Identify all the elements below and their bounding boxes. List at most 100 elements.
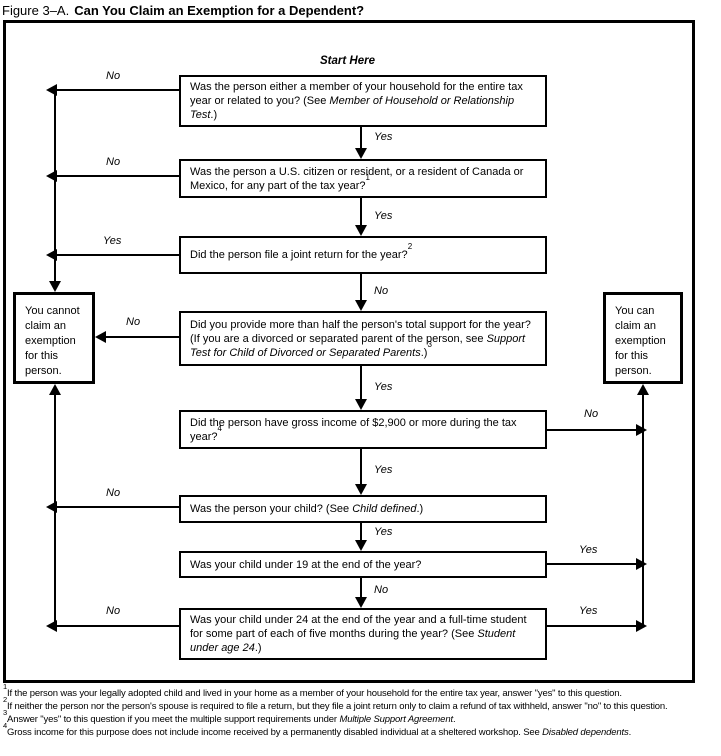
arrowhead-up-icon: [637, 384, 649, 395]
question-text: Was the person a U.S. citizen or residen…: [190, 165, 524, 192]
footnote-2: 2If neither the person nor the person's …: [3, 696, 717, 713]
arrowhead-left-icon: [46, 620, 57, 632]
arrowhead-left-icon: [46, 84, 57, 96]
connector-line: [360, 523, 362, 541]
question-box-3: Did the person file a joint return for t…: [179, 236, 547, 274]
outcome-text: You cannot claim an exemption for this p…: [25, 305, 80, 377]
edge-label: No: [374, 584, 389, 596]
arrowhead-down-icon: [355, 148, 367, 159]
question-text-end: .): [254, 642, 262, 654]
footnote-ref: 1: [365, 172, 370, 182]
footnote-marker: 1: [3, 681, 8, 691]
connector-line: [360, 578, 362, 598]
connector-line: [56, 175, 179, 177]
edge-label: Yes: [374, 210, 393, 222]
connector-line: [360, 274, 362, 301]
figure-number: Figure 3–A.: [2, 3, 70, 18]
question-text-end: .): [416, 503, 424, 515]
footnote-ref: 3: [427, 339, 432, 349]
footnote-3: 3Answer "yes" to this question if you me…: [3, 709, 717, 726]
question-reference: Student under age 24: [190, 628, 516, 654]
question-text: Was your child under 24 at the end of th…: [190, 614, 527, 640]
footnote-ref: 2: [407, 242, 413, 252]
connector-line: [547, 625, 637, 627]
footnote-text: Answer "yes" to this question if you mee…: [7, 714, 340, 725]
connector-line: [360, 127, 362, 149]
connector-line: [54, 89, 56, 284]
outcome-text: You can claim an exemption for this pers…: [615, 305, 666, 377]
question-box-6: Was the person your child? (See Child de…: [179, 495, 547, 523]
footnote-text: If the person was your legally adopted c…: [7, 688, 622, 699]
figure-title: Figure 3–A. Can You Claim an Exemption fo…: [2, 3, 364, 18]
footnotes: 1If the person was your legally adopted …: [3, 683, 717, 739]
edge-label: No: [584, 408, 599, 420]
question-reference: Support Test for Child of Divorced or Se…: [190, 332, 526, 359]
question-box-5: Did the person have gross income of $2,9…: [179, 410, 547, 449]
footnote-marker: 3: [3, 707, 8, 717]
arrowhead-right-icon: [636, 558, 647, 570]
question-reference: Member of Household or Relationship Test: [190, 95, 515, 121]
question-text-end: .): [420, 346, 428, 359]
connector-line: [547, 563, 637, 565]
arrowhead-down-icon: [355, 399, 367, 410]
edge-label: No: [374, 285, 389, 297]
edge-label: Yes: [374, 131, 393, 143]
footnote-4: 4Gross income for this purpose does not …: [3, 722, 717, 739]
connector-line: [56, 625, 179, 627]
question-text: Was the person either a member of your h…: [190, 81, 523, 107]
footnote-reference: Multiple Support Agreement: [339, 714, 453, 725]
connector-line: [104, 336, 179, 338]
connector-line: [360, 366, 362, 400]
edge-label: Yes: [103, 235, 122, 247]
edge-label: Yes: [374, 526, 393, 538]
connector-line: [360, 198, 362, 226]
footnote-marker: 4: [3, 720, 8, 730]
footnote-text-end: .: [628, 727, 632, 738]
edge-label: Yes: [579, 544, 598, 556]
arrowhead-left-icon: [46, 501, 57, 513]
footnote-1: 1If the person was your legally adopted …: [3, 683, 717, 700]
arrowhead-down-icon: [355, 225, 367, 236]
question-text: Was your child under 19 at the end of th…: [190, 558, 422, 571]
connector-line: [547, 429, 637, 431]
arrowhead-down-icon: [355, 597, 367, 608]
question-text: Was the person your child? (See: [190, 503, 353, 515]
arrowhead-down-icon: [355, 540, 367, 551]
edge-label: Yes: [579, 605, 598, 617]
connector-line: [56, 89, 179, 91]
arrowhead-left-icon: [46, 249, 57, 261]
question-box-8: Was your child under 24 at the end of th…: [179, 608, 547, 660]
edge-label: Yes: [374, 381, 393, 393]
edge-label: No: [106, 487, 121, 499]
footnote-text-end: .: [452, 714, 456, 725]
arrowhead-left-icon: [46, 170, 57, 182]
connector-line: [56, 254, 179, 256]
question-box-7: Was your child under 19 at the end of th…: [179, 551, 547, 578]
footnote-marker: 2: [3, 694, 8, 704]
arrowhead-left-icon: [95, 331, 106, 343]
edge-label: Yes: [374, 464, 393, 476]
question-text: Did you provide more than half the perso…: [190, 318, 531, 345]
question-box-1: Was the person either a member of your h…: [179, 75, 547, 127]
question-text: Did the person file a joint return for t…: [190, 249, 408, 261]
figure-title-text: Can You Claim an Exemption for a Depende…: [74, 3, 365, 18]
question-text-end: .): [210, 109, 218, 121]
footnote-text: Gross income for this purpose does not i…: [7, 727, 543, 738]
footnote-text: If neither the person nor the person's s…: [7, 701, 668, 712]
question-box-4: Did you provide more than half the perso…: [179, 311, 547, 366]
edge-label: No: [126, 316, 141, 328]
edge-label: No: [106, 70, 121, 82]
arrowhead-right-icon: [636, 620, 647, 632]
start-here-label: Start Here: [320, 55, 375, 67]
arrowhead-down-icon: [49, 281, 61, 292]
connector-line: [56, 506, 179, 508]
arrowhead-right-icon: [636, 424, 647, 436]
arrowhead-up-icon: [49, 384, 61, 395]
arrowhead-down-icon: [355, 300, 367, 311]
question-reference: Child defined: [352, 503, 417, 515]
outcome-box-can-claim: You can claim an exemption for this pers…: [603, 292, 683, 384]
arrowhead-down-icon: [355, 484, 367, 495]
flowchart-border: [3, 20, 695, 683]
question-box-2: Was the person a U.S. citizen or residen…: [179, 159, 547, 198]
